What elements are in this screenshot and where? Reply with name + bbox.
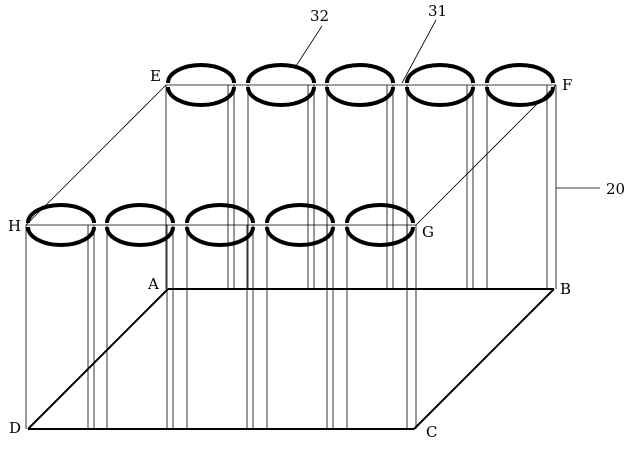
ring-upper-arc: [185, 203, 255, 224]
label-d: D: [9, 419, 21, 437]
ring-upper-arc: [405, 63, 475, 84]
ring-lower-arc: [105, 226, 175, 247]
ring-lower-arc: [345, 226, 415, 247]
label-g: G: [422, 223, 434, 241]
back-row-rings: [166, 63, 555, 107]
leader-lines: [295, 19, 600, 189]
label-c: C: [426, 423, 437, 441]
back-ring-2: [246, 63, 316, 107]
back-ring-3: [325, 63, 395, 107]
back-row-tube-walls: [227, 85, 548, 289]
ring-lower-arc: [265, 226, 335, 247]
back-ring-5: [485, 63, 555, 107]
label-h: H: [8, 217, 21, 235]
back-ring-1: [166, 63, 236, 107]
ring-upper-arc: [265, 203, 335, 224]
label-f: F: [562, 76, 572, 94]
front-ring-2: [105, 203, 175, 247]
leader-31: [401, 19, 437, 84]
back-ring-4: [405, 63, 475, 107]
base-plate: [27, 288, 555, 430]
front-ring-4: [265, 203, 335, 247]
front-ring-5: [345, 203, 415, 247]
front-row-rings: [26, 203, 415, 247]
ring-upper-arc: [485, 63, 555, 84]
ring-upper-arc: [26, 203, 96, 224]
ring-lower-arc: [246, 86, 316, 107]
ring-lower-arc: [405, 86, 475, 107]
edge-eh: [25, 84, 167, 226]
frame-verticals: [25, 85, 557, 429]
edge-bc: [413, 288, 555, 430]
ring-lower-arc: [485, 86, 555, 107]
label-ref-31: 31: [428, 2, 447, 20]
label-ref-32: 32: [310, 7, 329, 25]
leader-32: [295, 25, 323, 67]
ring-upper-arc: [166, 63, 236, 84]
ring-upper-arc: [345, 203, 415, 224]
edge-fg: [415, 84, 557, 226]
label-a: A: [147, 275, 159, 293]
ring-lower-arc: [325, 86, 395, 107]
front-row-tube-walls: [87, 225, 408, 429]
edge-da: [27, 288, 169, 430]
ring-upper-arc: [105, 203, 175, 224]
ring-lower-arc: [166, 86, 236, 107]
front-ring-1: [26, 203, 96, 247]
top-frame: [25, 84, 557, 226]
front-ring-3: [185, 203, 255, 247]
label-e: E: [150, 67, 161, 85]
label-b: B: [560, 280, 571, 298]
ring-upper-arc: [246, 63, 316, 84]
ring-lower-arc: [185, 226, 255, 247]
ring-lower-arc: [26, 226, 96, 247]
label-ref-20: 20: [606, 180, 625, 198]
ring-upper-arc: [325, 63, 395, 84]
